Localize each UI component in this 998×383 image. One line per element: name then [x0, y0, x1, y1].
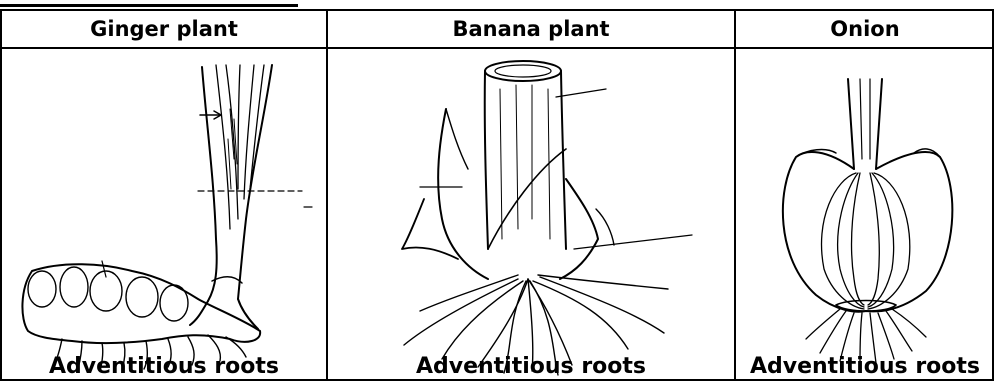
header-onion: Onion: [736, 11, 994, 47]
caption-onion-adventitious-roots: Adventitious roots: [736, 354, 994, 379]
ginger-rhizome-illustration: [2, 49, 326, 379]
banana-pseudostem-illustration: [328, 49, 734, 379]
header-banana-plant: Banana plant: [328, 11, 734, 47]
adventitious-roots-table: Ginger plant Banana plant Onion: [0, 9, 994, 381]
cell-onion: Adventitious roots: [736, 49, 994, 379]
caption-ginger-adventitious-roots: Adventitious roots: [2, 354, 326, 379]
onion-bulb-illustration: [736, 49, 994, 379]
cell-ginger-plant: Adventitious roots: [2, 49, 326, 379]
header-ginger-plant: Ginger plant: [2, 11, 326, 47]
cell-banana-plant: Adventitious roots: [328, 49, 734, 379]
caption-banana-adventitious-roots: Adventitious roots: [328, 354, 734, 379]
top-rule: [0, 4, 298, 7]
